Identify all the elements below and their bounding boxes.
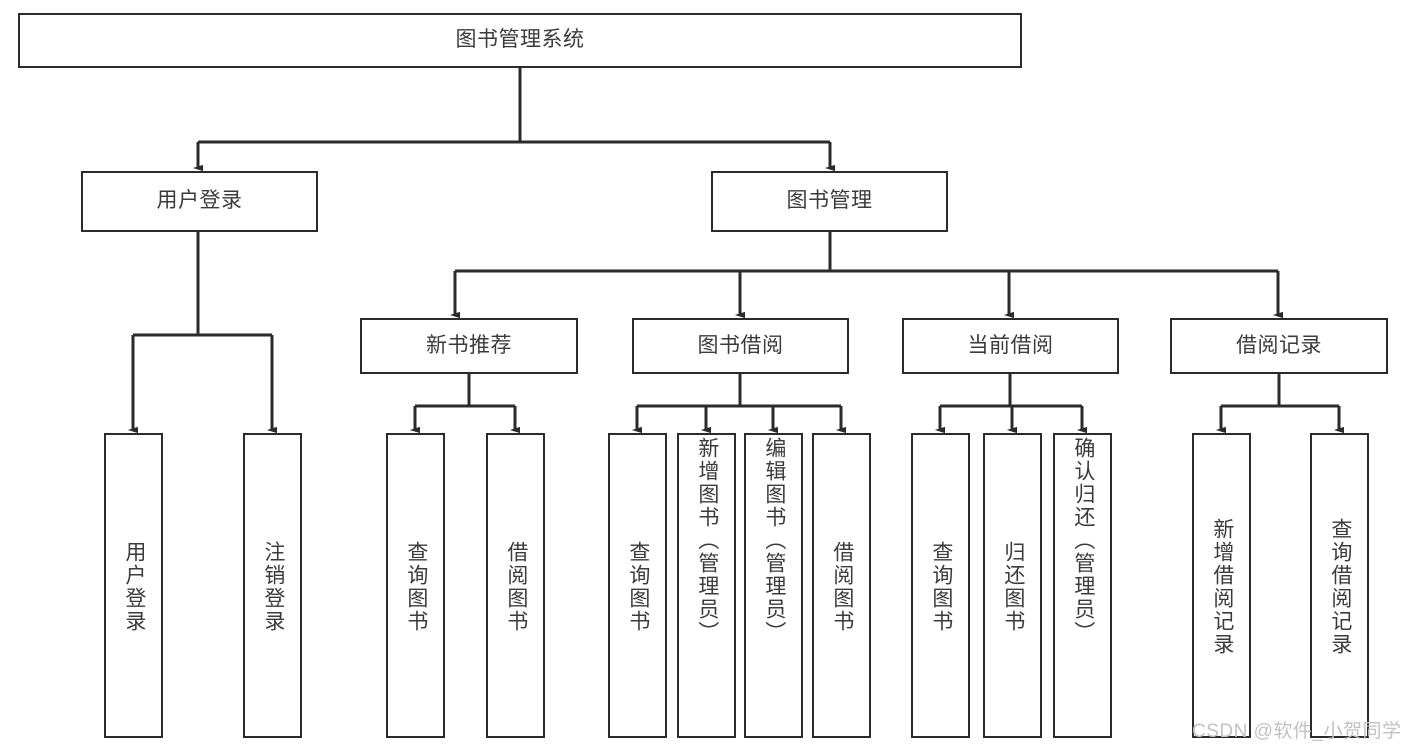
node-leaf-return-book[interactable]: 归还图书: [983, 433, 1042, 738]
node-new-book-recommend[interactable]: 新书推荐: [360, 318, 578, 374]
node-leaf-borrow-book[interactable]: 借阅图书: [812, 433, 871, 738]
node-leaf-add-book-admin-label: 新增图书（管理员）: [695, 437, 719, 644]
node-leaf-edit-book-admin-label: 编辑图书（管理员）: [762, 437, 786, 644]
node-leaf-logout-login[interactable]: 注销登录: [243, 433, 302, 738]
node-book-management-label: 图书管理: [786, 189, 873, 213]
node-leaf-query-book-current[interactable]: 查询图书: [911, 433, 970, 738]
node-borrow-record[interactable]: 借阅记录: [1170, 318, 1388, 374]
node-user-login[interactable]: 用户登录: [81, 171, 318, 232]
node-leaf-query-borrow-record-label: 查询借阅记录: [1328, 517, 1352, 656]
node-current-borrow-label: 当前借阅: [967, 333, 1054, 357]
node-leaf-query-borrow-record[interactable]: 查询借阅记录: [1310, 433, 1369, 738]
node-current-borrow[interactable]: 当前借阅: [902, 318, 1119, 374]
node-leaf-query-book-current-label: 查询图书: [929, 540, 953, 633]
csdn-watermark: CSDN @软件_小贺同学: [1192, 721, 1402, 742]
node-leaf-add-book-admin[interactable]: 新增图书（管理员）: [677, 433, 736, 738]
node-borrow-record-label: 借阅记录: [1236, 333, 1322, 357]
node-new-book-recommend-label: 新书推荐: [426, 333, 512, 357]
node-leaf-query-book-rec[interactable]: 查询图书: [386, 433, 445, 738]
node-leaf-user-login-label: 用户登录: [122, 540, 146, 633]
node-book-borrow[interactable]: 图书借阅: [632, 318, 849, 374]
node-leaf-borrow-book-rec-label: 借阅图书: [504, 540, 528, 633]
node-leaf-borrow-book-label: 借阅图书: [830, 540, 854, 633]
node-book-management[interactable]: 图书管理: [711, 171, 948, 232]
node-user-login-label: 用户登录: [156, 189, 243, 213]
node-leaf-confirm-return-admin-label: 确认归还（管理员）: [1071, 437, 1095, 644]
node-root-label: 图书管理系统: [455, 28, 585, 52]
node-leaf-add-borrow-record[interactable]: 新增借阅记录: [1192, 433, 1251, 738]
node-root[interactable]: 图书管理系统: [18, 13, 1022, 68]
node-leaf-query-book-borrow[interactable]: 查询图书: [608, 433, 667, 738]
node-leaf-logout-login-label: 注销登录: [261, 540, 285, 633]
node-leaf-edit-book-admin[interactable]: 编辑图书（管理员）: [744, 433, 803, 738]
node-leaf-query-book-borrow-label: 查询图书: [626, 540, 650, 633]
node-book-borrow-label: 图书借阅: [697, 333, 784, 357]
node-leaf-query-book-rec-label: 查询图书: [404, 540, 428, 633]
node-leaf-user-login[interactable]: 用户登录: [104, 433, 163, 738]
node-leaf-confirm-return-admin[interactable]: 确认归还（管理员）: [1053, 433, 1112, 738]
node-leaf-return-book-label: 归还图书: [1001, 540, 1025, 633]
node-leaf-borrow-book-rec[interactable]: 借阅图书: [486, 433, 545, 738]
node-leaf-add-borrow-record-label: 新增借阅记录: [1210, 517, 1234, 656]
